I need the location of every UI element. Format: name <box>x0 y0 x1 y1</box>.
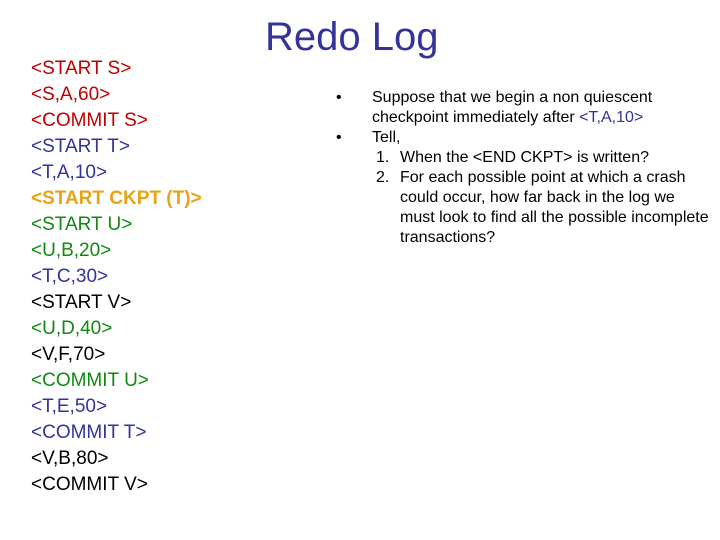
log-entry: <T,E,50> <box>31 396 108 417</box>
log-entry: <S,A,60> <box>31 84 111 105</box>
log-entry: <V,B,80> <box>31 448 109 469</box>
log-entry: <U,D,40> <box>31 318 113 339</box>
log-entry: <T,A,10> <box>31 162 108 183</box>
bullet-item-1: • Suppose that we begin a non quiescent … <box>330 88 710 128</box>
log-entry: <COMMIT T> <box>31 422 147 443</box>
numbered-item-2: 2. For each possible point at which a cr… <box>365 168 710 248</box>
log-entry: <COMMIT V> <box>31 474 148 495</box>
log-entry: <START U> <box>31 214 133 235</box>
page-title: Redo Log <box>265 15 439 59</box>
inline-log-ref: <T,A,10> <box>579 109 644 126</box>
redo-log-list: <START S> <S,A,60> <COMMIT S> <START T> … <box>31 56 261 498</box>
log-entry-start-ckpt: <START CKPT (T)> <box>31 188 202 209</box>
log-entry: <T,C,30> <box>31 266 109 287</box>
numbered-item-2-text: For each possible point at which a crash… <box>400 169 709 246</box>
numbered-item-1-text: When the <END CKPT> is written? <box>400 149 649 166</box>
bullet-item-2: • Tell, <box>330 128 710 148</box>
log-entry: <COMMIT S> <box>31 110 148 131</box>
bullet-item-1-prefix: Suppose that we begin a non quiescent ch… <box>372 89 653 126</box>
explanation-panel: • Suppose that we begin a non quiescent … <box>330 88 710 248</box>
log-entry: <U,B,20> <box>31 240 112 261</box>
log-entry: <COMMIT U> <box>31 370 149 391</box>
numbered-sublist: 1. When the <END CKPT> is written? 2. Fo… <box>365 148 710 248</box>
numbered-item-2-marker: 2. <box>376 169 390 186</box>
numbered-item-1: 1. When the <END CKPT> is written? <box>365 148 710 168</box>
log-entry: <START T> <box>31 136 130 157</box>
numbered-item-1-marker: 1. <box>376 149 390 166</box>
log-entry: <START V> <box>31 292 132 313</box>
log-entry: <V,F,70> <box>31 344 106 365</box>
bullet-icon: • <box>336 129 342 146</box>
bullet-item-2-text: Tell, <box>372 129 401 146</box>
log-entry: <START S> <box>31 58 132 79</box>
bullet-icon: • <box>336 89 342 106</box>
bullet-item-1-text: Suppose that we begin a non quiescent ch… <box>372 88 710 128</box>
